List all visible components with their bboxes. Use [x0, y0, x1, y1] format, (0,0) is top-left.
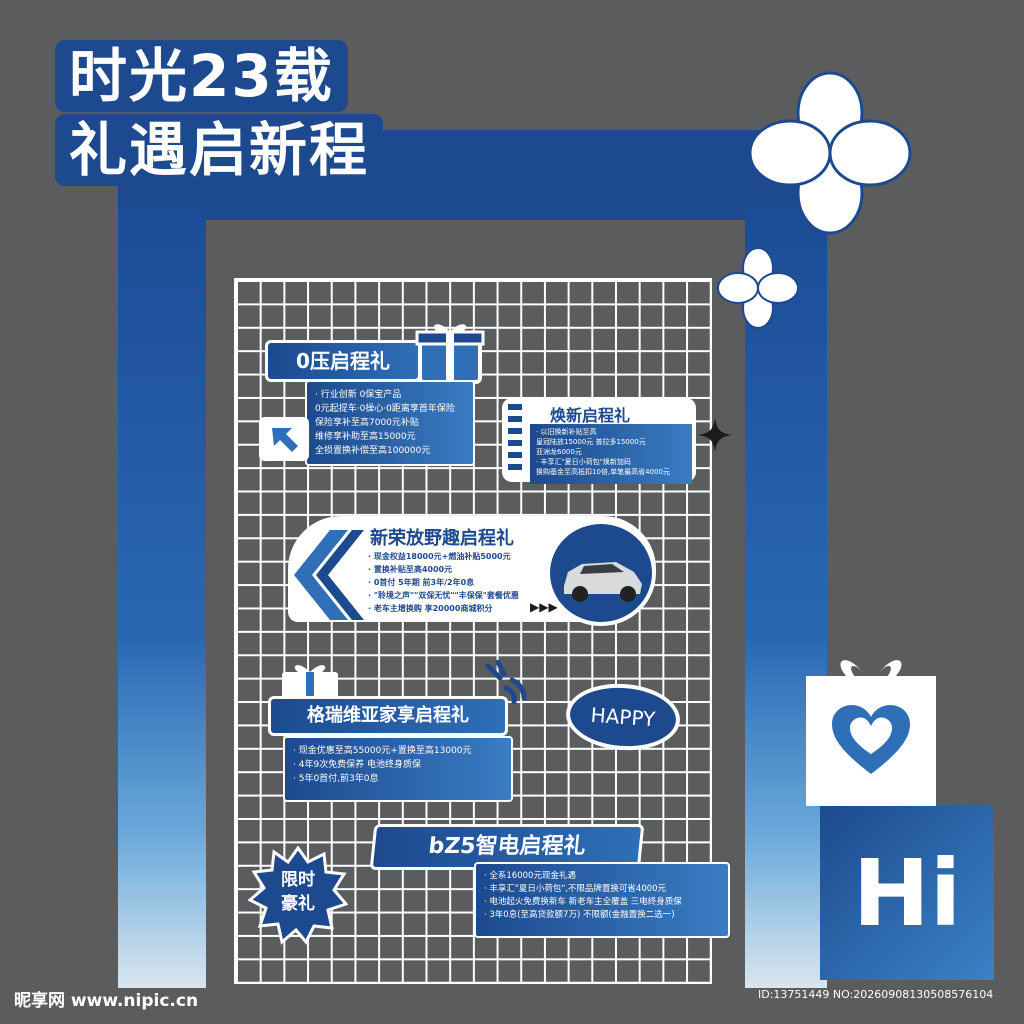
card2-heading: 焕新启程礼 — [550, 406, 631, 425]
gift-icon — [415, 324, 485, 384]
list-item: · 现金权益18000元+燃油补贴5000元 — [368, 552, 511, 561]
list-item: 换购基金至高抵扣10倍,单笔最高省4000元 — [536, 468, 670, 476]
frame-right — [745, 208, 827, 988]
sparkle-icon — [698, 418, 732, 452]
card3-details: · 现金权益18000元+燃油补贴5000元 · 置换补贴至高4000元 · 0… — [368, 550, 548, 615]
list-item: · 5年0首付,前3年0息 — [293, 774, 379, 784]
chevrons-left-icon — [294, 530, 364, 620]
card2-details: · 以旧换新补贴至高 皇冠陆放15000元 普拉多15000元 亚洲龙6000元… — [530, 424, 692, 484]
limited-line-2: 豪礼 — [281, 894, 315, 914]
hi-box: Hi — [820, 806, 994, 980]
card4-details: · 现金优惠至高55000元+置换至高13000元 · 4年9次免费保养 电池终… — [283, 736, 513, 802]
sparkle-icon — [485, 660, 527, 705]
list-item: 0元起提车·0操心·0距离享首年保险 — [315, 404, 455, 414]
list-item: · 置换补贴至高4000元 — [368, 565, 453, 574]
list-item: · 3年0息(至高贷款额7万) 不限额(金融置换二选一) — [484, 910, 675, 920]
starburst-badge — [248, 846, 348, 945]
watermark: 昵享网 www.nipic.cn — [14, 991, 199, 1011]
list-item: · 0首付 5年期 前3年/2年0息 — [368, 578, 475, 587]
clover-icon — [748, 71, 912, 235]
list-item: · 丰享汇"夏日小荷包"焕新加码 — [536, 458, 631, 466]
card1-heading: 0压启程礼 — [265, 340, 421, 382]
list-item: · 全系16000元现金礼遇 — [484, 871, 576, 881]
list-item: 保险享补至高7000元补贴 — [315, 418, 419, 428]
list-item: · 电池起火免费换新车 新老车主全覆盖 三电终身质保 — [484, 897, 682, 907]
triangles-decoration: ▶▶▶ — [530, 600, 558, 614]
list-item: 全损置换补偿至高100000元 — [315, 446, 431, 456]
gift-icon — [282, 665, 338, 698]
arrow-up-left-icon — [259, 417, 309, 461]
list-item: · 老车主增换购 享20000商城积分 — [368, 604, 493, 613]
card1-details: · 行业创新 0保宝产品 0元起提车·0操心·0距离享首年保险 保险享补至高70… — [305, 380, 475, 466]
limited-text: 限时 豪礼 — [248, 868, 348, 916]
list-item: 亚洲龙6000元 — [536, 448, 582, 456]
frame-left — [118, 208, 206, 988]
list-item: · 以旧换新补贴至高 — [536, 428, 597, 436]
image-id: ID:13751449 NO:20260908130508576104 — [758, 988, 994, 1001]
car-circle — [546, 520, 656, 626]
list-item: · "聆境之声""双保无忧""丰保保"套餐优惠 — [368, 591, 519, 600]
checker-strip — [508, 404, 522, 476]
title-line-1: 时光23载 — [55, 40, 348, 112]
list-item: · 丰享汇"夏日小荷包",不限品牌置换可省4000元 — [484, 884, 667, 894]
limited-line-1: 限时 — [281, 870, 315, 890]
list-item: · 行业创新 0保宝产品 — [315, 390, 402, 400]
list-item: · 现金优惠至高55000元+置换至高13000元 — [293, 746, 472, 756]
heart-icon — [832, 704, 910, 774]
car-image — [564, 562, 642, 602]
card5-details: · 全系16000元现金礼遇 · 丰享汇"夏日小荷包",不限品牌置换可省4000… — [474, 862, 730, 938]
list-item: 维修享补助至高15000元 — [315, 432, 416, 442]
clover-icon — [717, 247, 799, 329]
card3-heading: 新荣放野趣启程礼 — [370, 528, 514, 549]
list-item: 皇冠陆放15000元 普拉多15000元 — [536, 438, 646, 446]
list-item: · 4年9次免费保养 电池终身质保 — [293, 760, 422, 770]
card4-heading: 格瑞维亚家享启程礼 — [268, 696, 508, 736]
title-line-2: 礼遇启新程 — [55, 114, 384, 186]
page-title: 时光23载 礼遇启新程 — [55, 40, 435, 188]
